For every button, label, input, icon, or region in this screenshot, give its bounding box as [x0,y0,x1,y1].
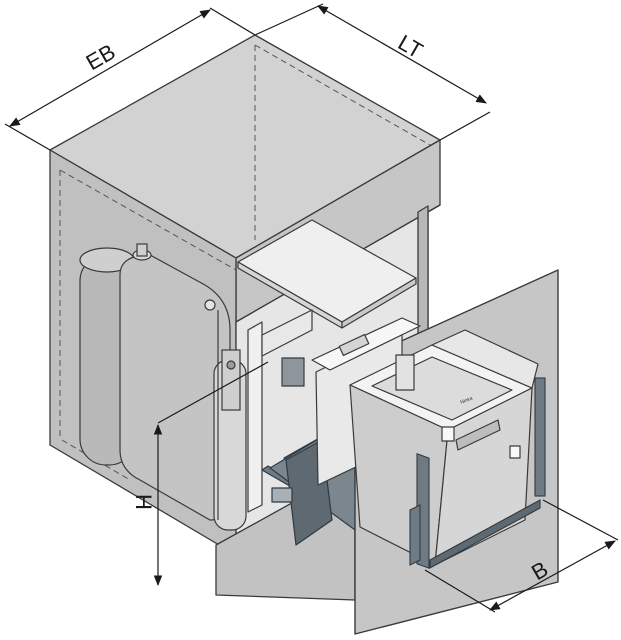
bin-brackets [409,377,546,569]
dimension-b [424,499,619,613]
label-eb: EB [82,39,120,75]
interior-shelf [237,219,417,329]
bin-handle [455,419,501,451]
label-h: H [131,494,156,510]
dimension-lt [254,3,491,141]
dimension-h [153,361,269,587]
label-lt: LT [394,30,427,64]
drawer-frame [247,309,313,513]
dimension-eb [4,7,256,151]
water-filter-unit [79,243,247,531]
bin-brand-label: Ninka [460,395,474,405]
